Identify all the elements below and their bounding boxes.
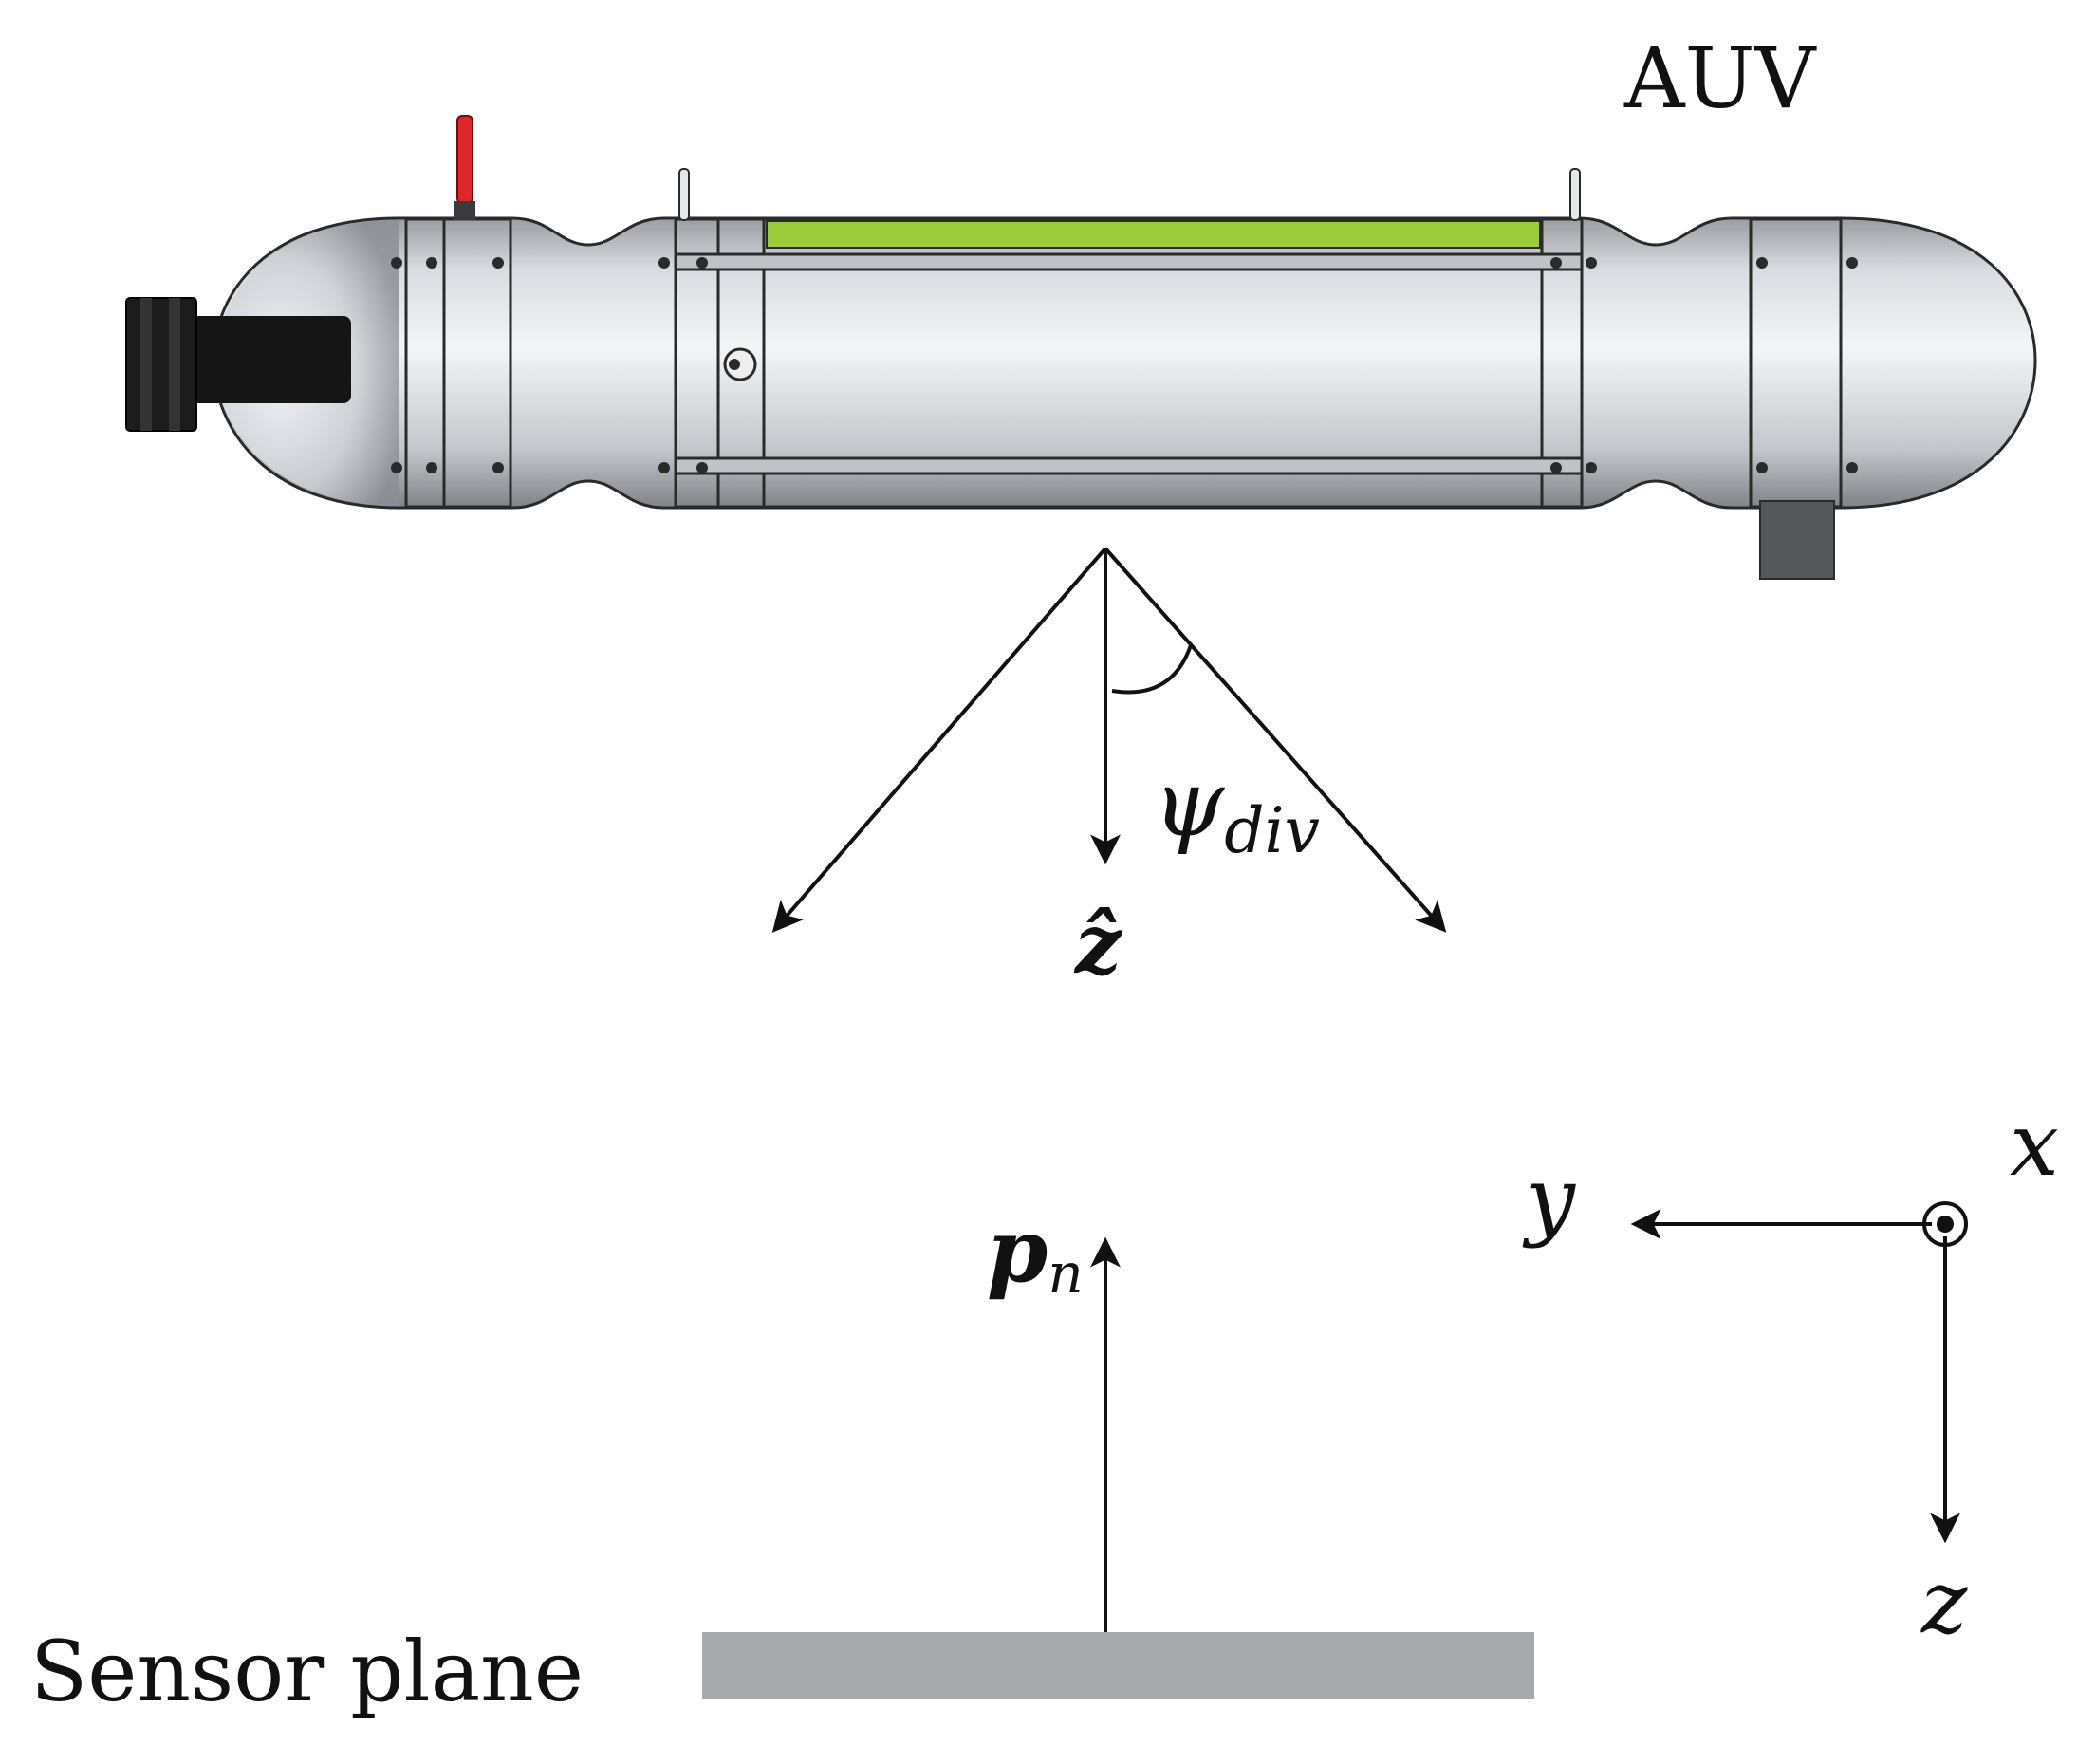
bolt [696,257,708,269]
auv-front-sensor-ring [140,298,152,431]
bolt [696,462,708,473]
auv-front-sensor-housing [190,316,351,403]
auv-vehicle [125,115,2037,580]
beam-divergence [771,547,1447,933]
bolt [658,257,670,269]
z-axis-label: z [1920,1551,1968,1653]
normal-subscript: n [1048,1241,1083,1306]
auv-mid-section [674,217,1584,509]
bolt [1550,257,1562,269]
auv-tail-dome [1841,220,2032,506]
auv-label: AUV [1623,29,1817,127]
sensor-plane-label: Sensor plane [30,1623,584,1720]
y-axis-label: y [1522,1148,1576,1250]
auv-lift-eye-rear [1569,168,1581,221]
sensor-plane [702,1632,1534,1699]
auv-front-sensor-cap [125,297,197,432]
auv-bolts [391,257,1858,473]
x-axis-out-of-page-icon [1922,1201,1968,1247]
normal-vector-label: pn [987,1199,1084,1306]
divergence-angle-label: ψdiv [1153,751,1320,867]
x-axis-dot [1937,1216,1954,1233]
divergence-angle-arc [1111,644,1193,695]
bolt [1846,257,1858,269]
z-hat-label: ẑ [1073,897,1123,993]
auv-hull-port-inner [729,359,740,370]
bolt [658,462,670,473]
coordinate-frame [1630,1201,1968,1544]
bolt [426,462,437,473]
bolt [492,462,504,473]
bolt [391,257,402,269]
auv-lift-eye-front [678,168,690,221]
auv-rail-top [674,252,1584,271]
bolt [426,257,437,269]
auv-rear-thruster [1759,500,1835,580]
beam-right-arrow [1104,547,1447,933]
auv-antenna-base [454,201,475,220]
bolt [1846,462,1858,473]
bolt [1586,462,1597,473]
bolt [1550,462,1562,473]
psi-symbol: ψ [1153,751,1226,857]
bolt [1756,462,1768,473]
normal-symbol: p [987,1199,1048,1302]
bolt [1586,257,1597,269]
auv-rail-bottom [674,456,1584,475]
bolt [391,462,402,473]
bolt [492,257,504,269]
auv-green-stripe [766,220,1541,249]
auv-front-sensor-ring [169,298,180,431]
bolt [1756,257,1768,269]
psi-subscript: div [1224,794,1320,867]
x-axis-label: x [2010,1094,2059,1196]
beam-left-arrow [771,547,1107,933]
auv-antenna [456,115,473,204]
